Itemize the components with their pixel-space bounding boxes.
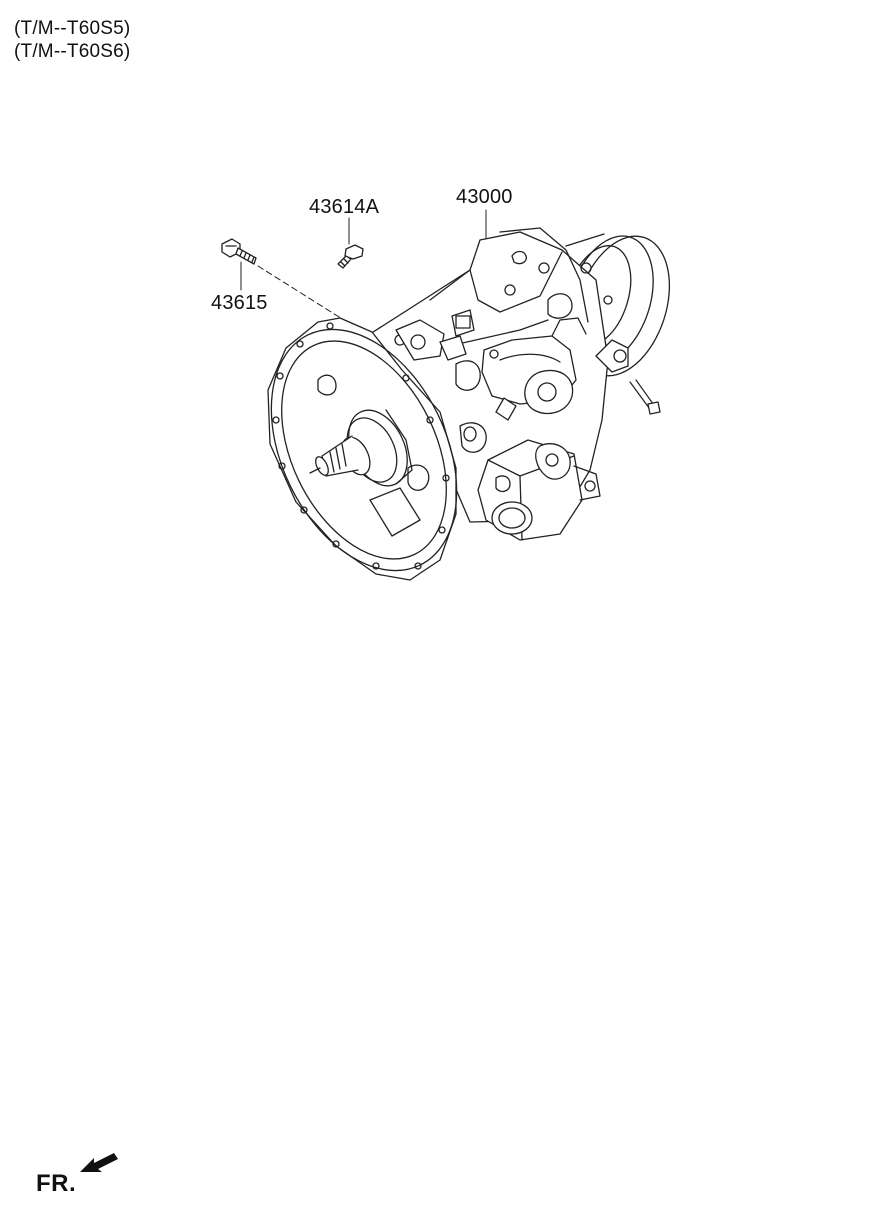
variant-label-t60s6: (T/M--T60S6) (14, 41, 131, 62)
front-arrow-icon (80, 1153, 118, 1172)
bolt-43615-icon (221, 238, 257, 265)
front-direction-label: FR. (36, 1170, 77, 1197)
shift-tower (477, 439, 601, 541)
bolt-43614A-icon (337, 244, 364, 269)
callout-43614A: 43614A (309, 196, 380, 218)
input-shaft (309, 409, 413, 487)
variant-label-t60s5: (T/M--T60S5) (14, 18, 131, 39)
callout-43615: 43615 (211, 292, 268, 314)
callout-43000: 43000 (456, 186, 513, 208)
